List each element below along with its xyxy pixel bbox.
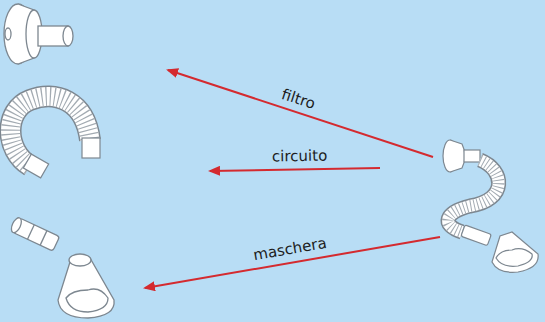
pointer-arrow: [168, 70, 433, 157]
mask-drawing: [9, 216, 114, 318]
part-label: circuito: [272, 148, 327, 164]
tube-drawing: [11, 96, 101, 178]
pointer-arrows: [145, 70, 440, 288]
filter-drawing: [4, 4, 73, 64]
assembly-drawing: [443, 140, 538, 272]
pointer-arrow: [210, 168, 380, 171]
